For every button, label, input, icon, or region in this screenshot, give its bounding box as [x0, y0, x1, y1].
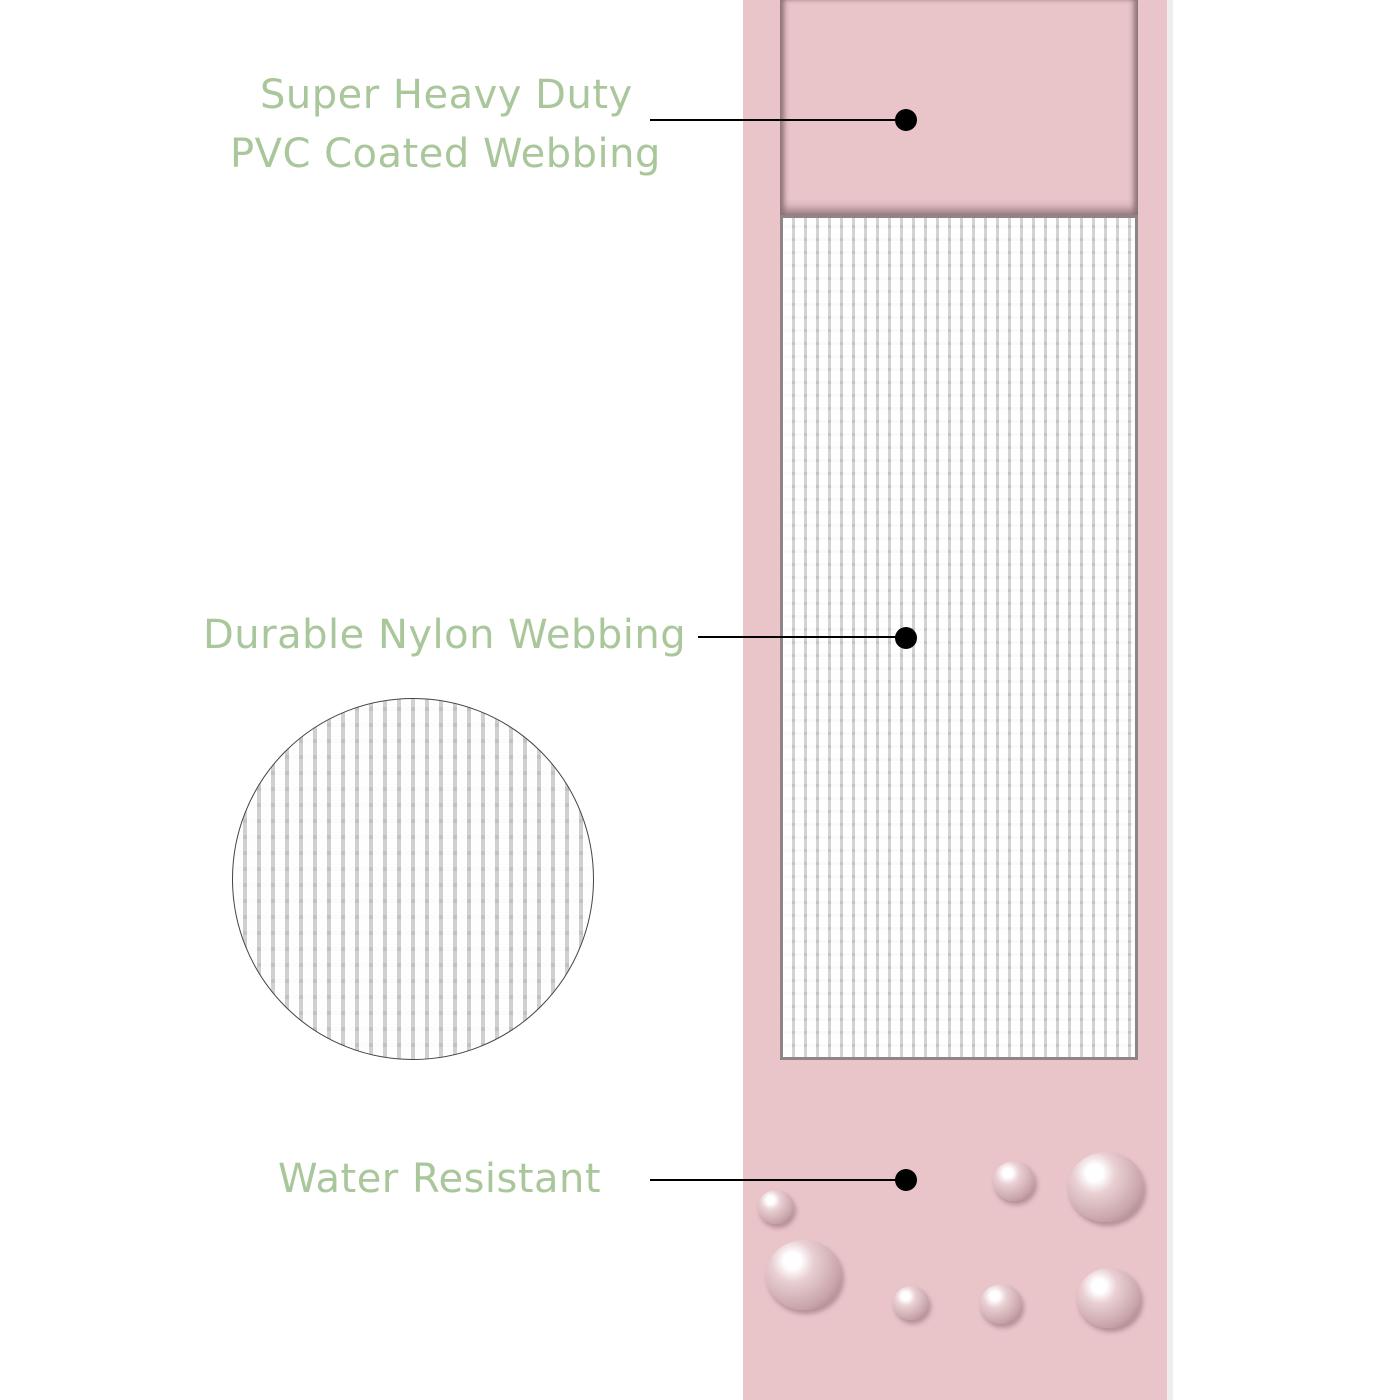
pvc-coated-section — [780, 0, 1138, 215]
nylon-weave-closeup — [232, 698, 594, 1060]
callout-water-dot — [895, 1169, 917, 1191]
water-droplet — [980, 1284, 1022, 1324]
callout-water-line — [650, 1179, 905, 1181]
water-droplet — [1077, 1268, 1141, 1328]
callout-nylon: Durable Nylon Webbing — [203, 612, 687, 658]
callout-pvc-line — [650, 119, 905, 121]
water-droplet — [758, 1190, 794, 1224]
water-droplet — [893, 1286, 929, 1320]
water-droplet — [1068, 1152, 1144, 1222]
strap-edge — [1167, 0, 1173, 1400]
callout-pvc-line2: PVC Coated Webbing — [230, 131, 661, 177]
callout-pvc-line1: Super Heavy Duty — [260, 72, 633, 118]
callout-nylon-line — [698, 636, 908, 638]
callout-nylon-dot — [895, 627, 917, 649]
water-droplet — [766, 1240, 842, 1310]
callout-water: Water Resistant — [278, 1156, 602, 1202]
water-droplet — [993, 1161, 1035, 1201]
callout-pvc-dot — [895, 109, 917, 131]
